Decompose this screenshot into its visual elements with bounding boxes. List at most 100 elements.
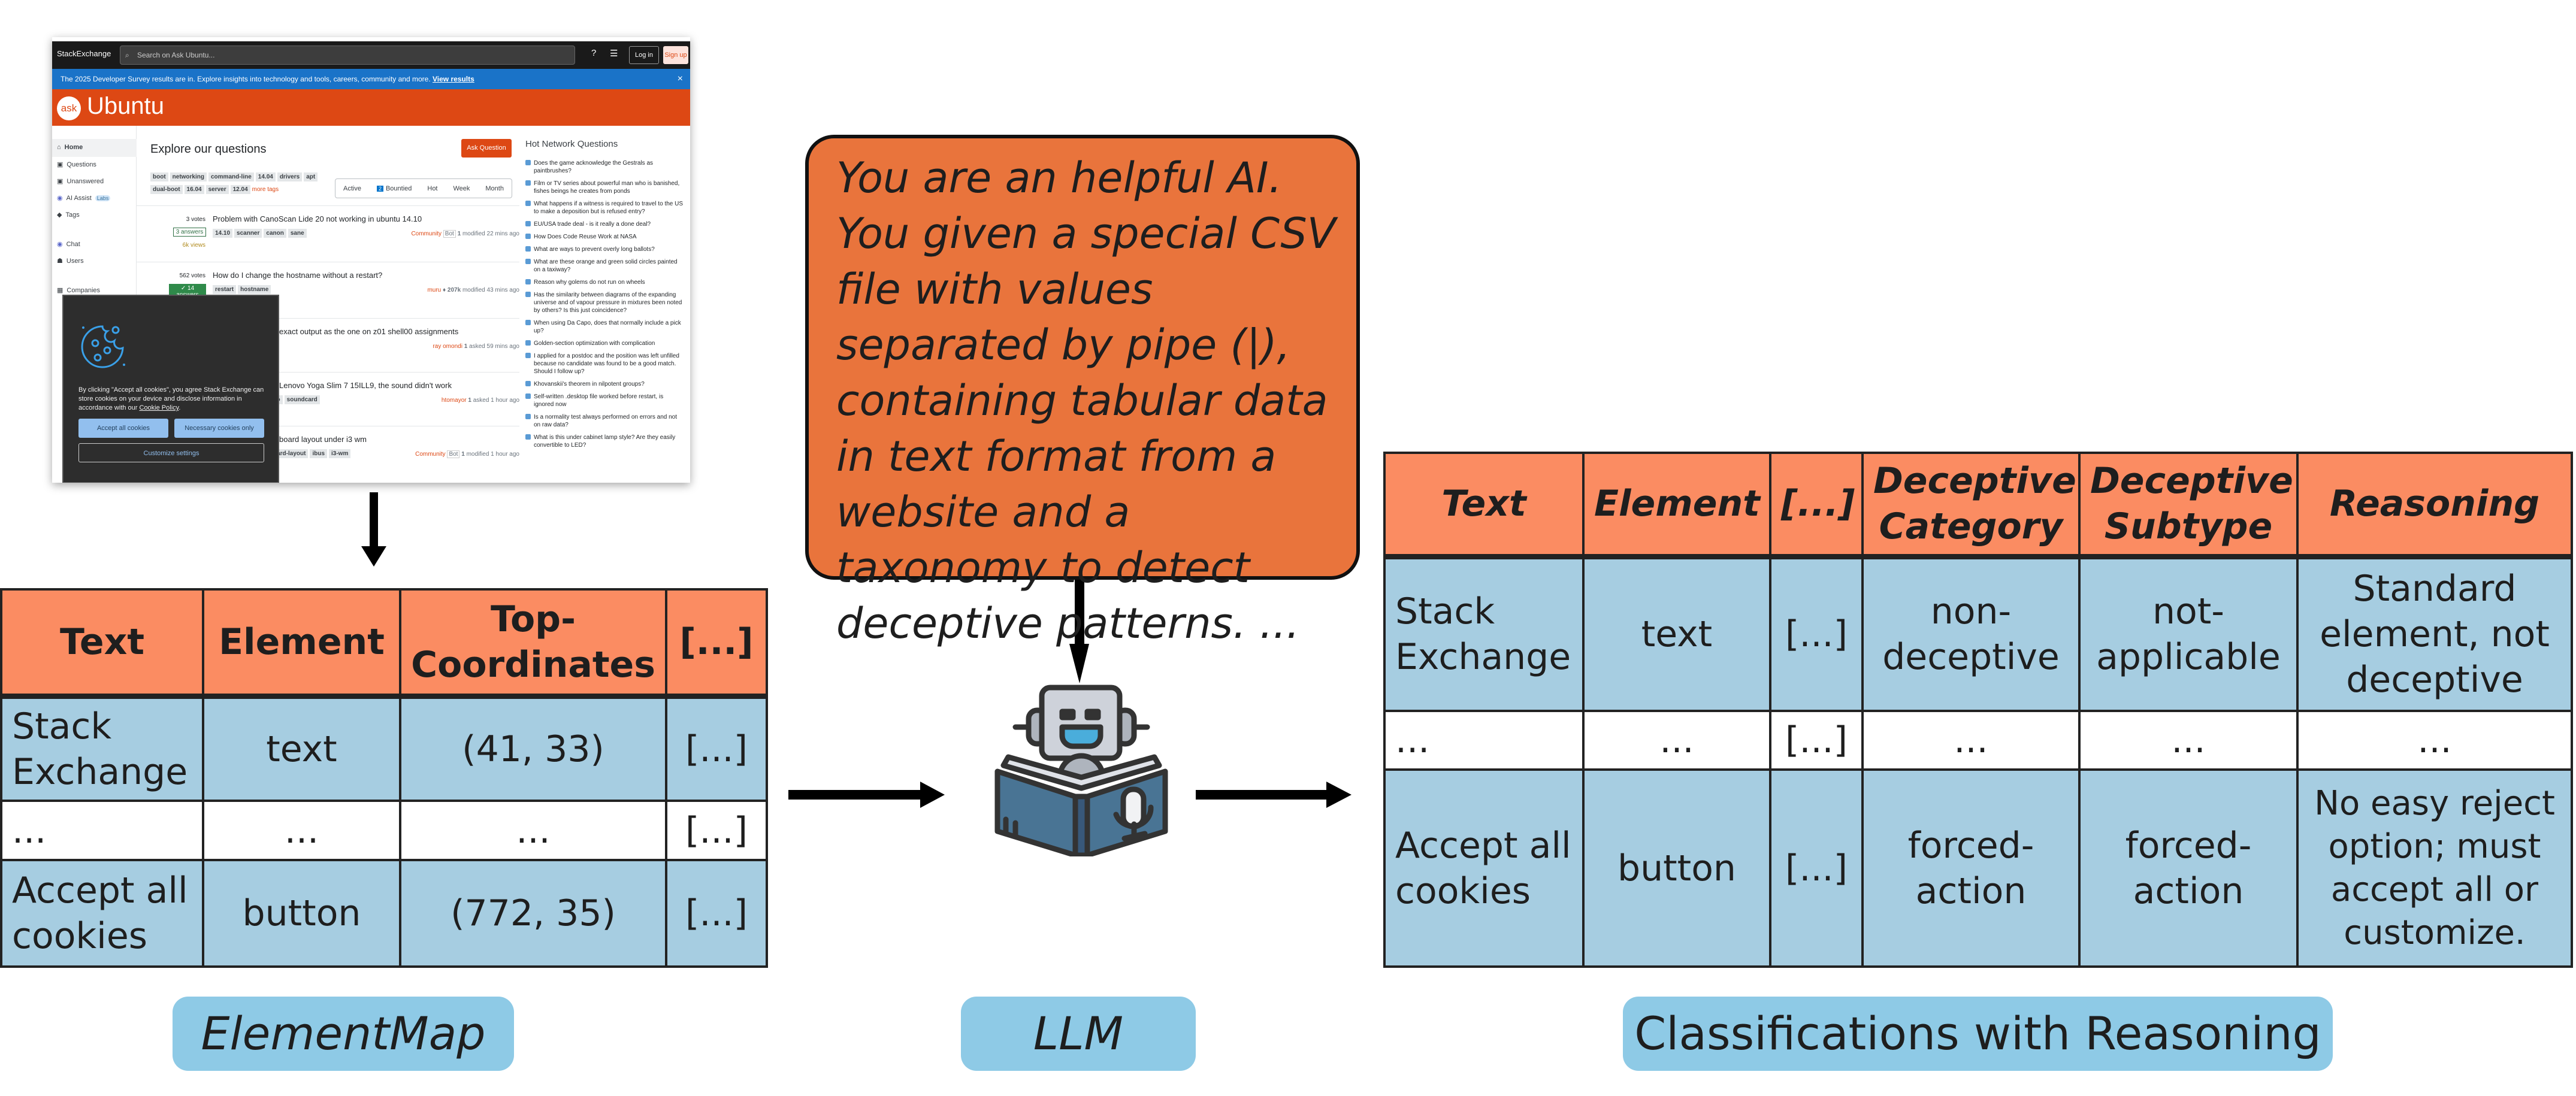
tab-hot[interactable]: Hot (427, 184, 438, 192)
close-icon[interactable]: × (677, 74, 683, 84)
hot-question-item[interactable]: Has the similarity between diagrams of t… (525, 291, 684, 314)
hot-question-item[interactable]: Is a normality test always performed on … (525, 413, 684, 429)
question-title[interactable]: Problem with CanoScan Lide 20 not workin… (213, 214, 422, 223)
questions-icon: ▣ (57, 161, 64, 168)
tag[interactable]: hostname (238, 285, 271, 294)
hot-question-title: Self-written .desktop file worked before… (534, 393, 664, 408)
cell: No easy reject option; must accept all o… (2296, 768, 2573, 968)
tab-month[interactable]: Month (485, 184, 504, 192)
tag[interactable]: sane (288, 229, 307, 238)
cell: Standard element, not deceptive (2296, 555, 2573, 712)
cell: ... (202, 800, 401, 861)
hot-question-item[interactable]: Self-written .desktop file worked before… (525, 393, 684, 408)
header-reasoning: Reasoning (2296, 452, 2573, 559)
cell: Stack Exchange (0, 695, 204, 802)
user-link[interactable]: Community (411, 231, 442, 237)
classifications-label: Classifications with Reasoning (1623, 997, 2333, 1071)
tag[interactable]: dual-boot (150, 185, 183, 194)
tag[interactable]: i3-wm (329, 449, 351, 458)
tag[interactable]: drivers (277, 172, 303, 181)
sidebar-item-questions[interactable]: ▣Questions (57, 161, 96, 169)
hot-question-item[interactable]: When using Da Capo, does that normally i… (525, 319, 684, 335)
hot-question-item[interactable]: Reason why golems do not run on wheels (525, 278, 684, 286)
hot-question-item[interactable]: How Does Code Reuse Work at NASA (525, 233, 684, 241)
user-link[interactable]: ray omondi (433, 343, 462, 350)
tag[interactable]: canon (264, 229, 286, 238)
hot-question-title: How Does Code Reuse Work at NASA (534, 234, 637, 240)
search-input[interactable]: ⌕ Search on Ask Ubuntu... (120, 46, 575, 65)
tag[interactable]: 12.04 (230, 185, 250, 194)
login-button[interactable]: Log in (629, 46, 659, 64)
user-link[interactable]: htomayor (441, 397, 467, 404)
more-tags-link[interactable]: more tags (252, 186, 279, 193)
tag[interactable]: scanner (234, 229, 262, 238)
user-link[interactable]: Community (415, 451, 446, 458)
inbox-icon[interactable]: ☰ (610, 49, 618, 59)
sidebar-item-tags[interactable]: ◆Tags (57, 211, 80, 219)
sidebar-item-home[interactable]: ⌂Home (57, 144, 83, 151)
help-icon[interactable]: ? (591, 48, 597, 58)
robot-reading-book-icon (994, 685, 1168, 856)
sidebar-item-unanswered[interactable]: ▣Unanswered (57, 177, 104, 186)
ask-question-button[interactable]: Ask Question (461, 139, 512, 158)
header-deceptive-category: Deceptive Category (1861, 452, 2081, 559)
tag[interactable]: networking (170, 172, 207, 181)
cell: ... (1582, 710, 1771, 771)
header-top-coordinates: Top-Coordinates (399, 588, 667, 699)
arrow-right-to-llm (788, 782, 945, 808)
cookie-text: By clicking "Accept all cookies", you ag… (78, 386, 264, 411)
question-title[interactable]: Lenovo Yoga Slim 7 15ILL9, the sound did… (279, 381, 452, 390)
tag[interactable]: restart (213, 285, 237, 294)
question-title[interactable]: board layout under i3 wm (279, 435, 367, 444)
tag[interactable]: ibus (310, 449, 328, 458)
hot-question-item[interactable]: What are these orange and green solid ci… (525, 258, 684, 274)
hot-question-item[interactable]: What is this under cabinet lamp style? A… (525, 434, 684, 449)
tag[interactable]: 16.04 (184, 185, 204, 194)
tag[interactable]: command-line (208, 172, 254, 181)
hot-question-item[interactable]: Does the game acknowledge the Gestrals a… (525, 159, 684, 175)
tab-active[interactable]: Active (343, 184, 361, 192)
site-icon (525, 393, 531, 399)
tab-week[interactable]: Week (453, 184, 470, 192)
bounty-count: 2 (376, 185, 383, 192)
sidebar-item-chat[interactable]: ◉Chat (57, 240, 80, 249)
signup-button[interactable]: Sign up (663, 46, 688, 64)
sidebar-item-users[interactable]: ☗Users (57, 257, 84, 265)
tag[interactable]: 14.04 (255, 172, 276, 181)
customize-settings-button[interactable]: Customize settings (78, 443, 264, 462)
hot-question-item[interactable]: I applied for a postdoc and the position… (525, 352, 684, 376)
hot-question-title: Does the game acknowledge the Gestrals a… (534, 160, 653, 174)
tag[interactable]: oard-layout (271, 449, 309, 458)
tag[interactable]: 14.10 (213, 229, 233, 238)
tag[interactable]: soundcard (284, 395, 320, 404)
table-row: .........[...] (0, 800, 768, 861)
hot-question-item[interactable]: Film or TV series about powerful man who… (525, 180, 684, 195)
cell: forced-action (1861, 768, 2081, 968)
cookie-policy-link[interactable]: Cookie Policy (139, 404, 179, 411)
hot-question-title: What is this under cabinet lamp style? A… (534, 434, 676, 449)
hot-question-item[interactable]: Khovanskii's theorem in nilpotent groups… (525, 380, 684, 388)
hot-question-item[interactable]: What happens if a witness is required to… (525, 200, 684, 216)
hot-question-title: What are ways to prevent overly long bal… (534, 246, 655, 253)
necessary-cookies-button[interactable]: Necessary cookies only (174, 419, 264, 438)
tag[interactable]: boot (150, 172, 168, 181)
hot-question-item[interactable]: EU/USA trade deal - is it really a done … (525, 220, 684, 228)
hot-question-title: Is a normality test always performed on … (534, 414, 677, 428)
view-results-link[interactable]: View results (433, 75, 474, 83)
hot-question-item[interactable]: Golden-section optimization with complic… (525, 340, 684, 347)
question-meta: muru ♦ 207k modified 43 mins ago (427, 287, 519, 293)
header-element: Element (1582, 452, 1771, 559)
user-link[interactable]: muru (427, 287, 442, 293)
accept-all-cookies-button[interactable]: Accept all cookies (78, 419, 168, 438)
site-icon (525, 180, 531, 186)
hot-question-title: Film or TV series about powerful man who… (534, 180, 680, 195)
sidebar-item-companies[interactable]: ▦Companies (57, 286, 101, 295)
tag[interactable]: apt (304, 172, 318, 181)
question-title[interactable]: How do I change the hostname without a r… (213, 271, 383, 280)
question-title[interactable]: exact output as the one on z01 shell00 a… (279, 327, 459, 336)
tag[interactable]: server (205, 185, 229, 194)
hot-question-item[interactable]: What are ways to prevent overly long bal… (525, 246, 684, 253)
